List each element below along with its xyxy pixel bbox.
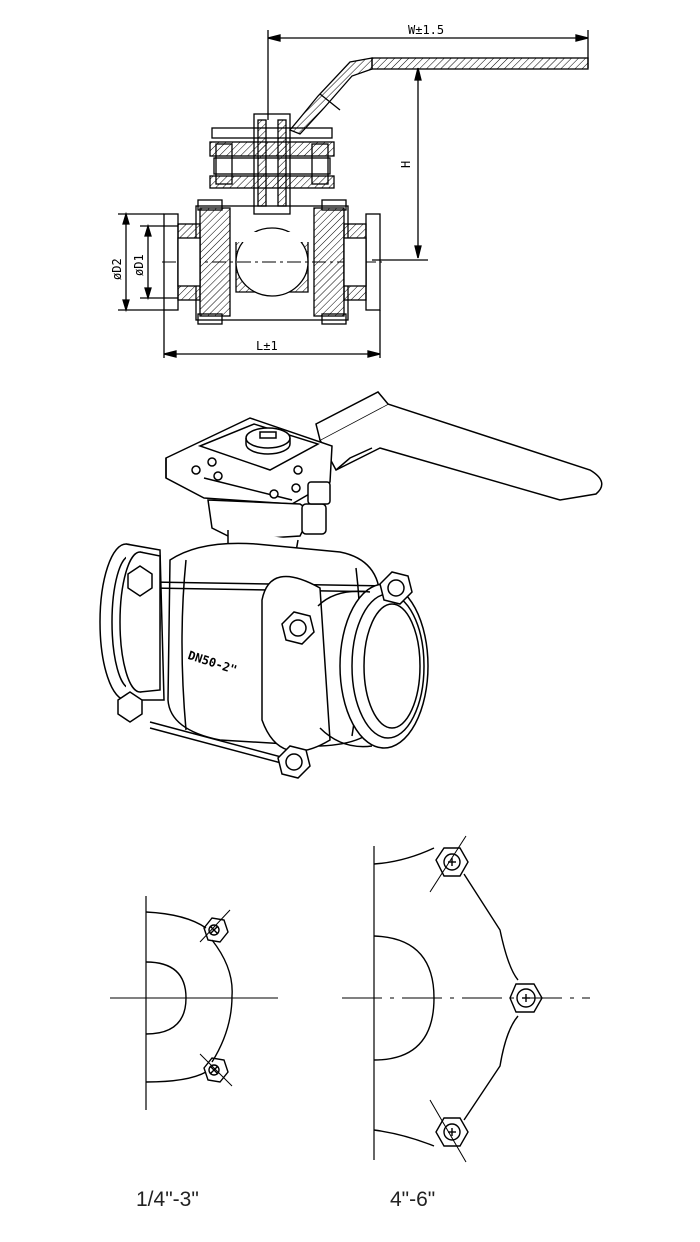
bolt-top-large [429,835,469,893]
outer-diameter-label: øD2 [110,258,124,280]
bolt-bottom [199,1053,233,1087]
left-end-connection [99,543,165,723]
width-label: W±1.5 [408,23,444,37]
diameter-dimensions: øD2 øD1 [110,211,178,313]
end-connections [163,213,381,311]
flange-view-large [342,835,590,1163]
caption-large-size: 4"-6" [390,1188,436,1211]
handle-lever [315,391,603,501]
stem-assembly [209,113,335,215]
height-dimension: H [372,67,428,261]
inner-diameter-label: øD1 [132,254,146,276]
handle-section [288,57,589,135]
bolt-bottom-large [429,1099,469,1163]
flange-view-small [110,896,278,1110]
width-dimension: W±1.5 [267,23,589,120]
height-label: H [399,161,413,168]
length-dimension: L±1 [163,310,381,358]
caption-small-size: 1/4"-3" [136,1188,199,1211]
length-label: L±1 [256,339,278,353]
bolt-top [199,909,231,943]
valve-body-section [162,199,382,325]
bolt-right-large [509,983,543,1013]
mounting-pad [165,417,333,505]
isometric-view: DN50-2" [99,391,603,779]
right-end-connection [261,571,429,779]
section-view: W±1.5 H [110,23,589,358]
